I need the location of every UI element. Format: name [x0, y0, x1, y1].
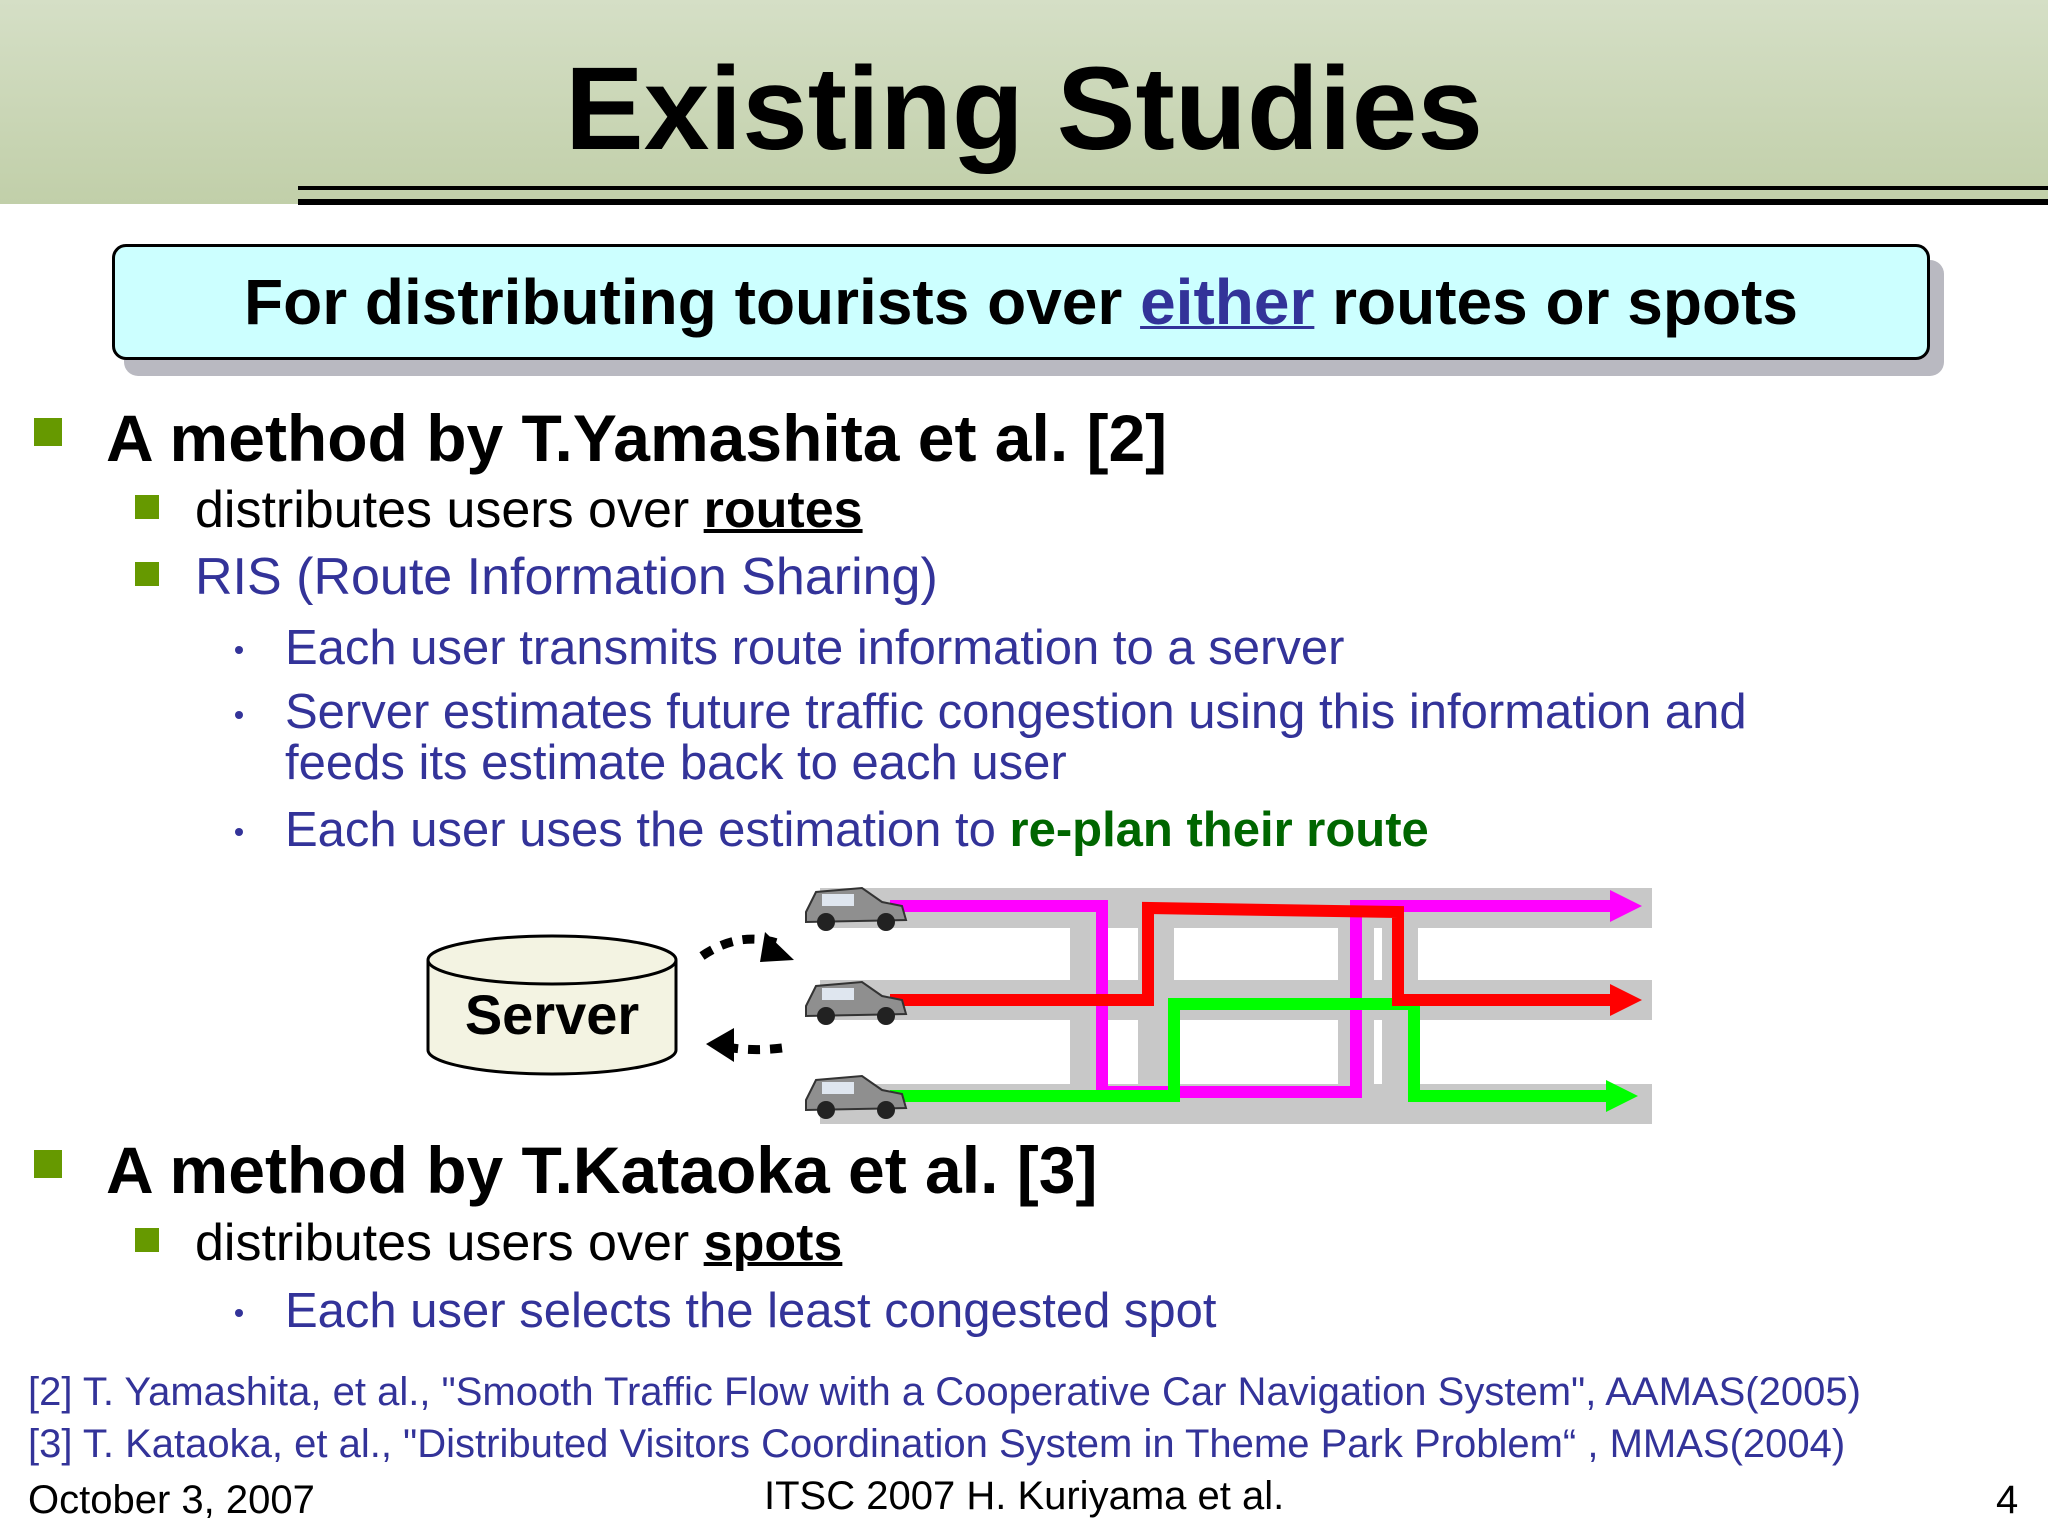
download-arrow-icon [706, 1028, 783, 1062]
ris-diagram: Server [426, 886, 1652, 1124]
square-bullet-icon [135, 1228, 159, 1252]
key-term-spots: spots [703, 1214, 843, 1272]
square-bullet-icon [135, 562, 159, 586]
dot-bullet-icon [235, 646, 243, 654]
banner-emphasis: either [1140, 266, 1315, 338]
route-red-arrowhead [1610, 984, 1642, 1016]
sub-point-least-congested: Each user selects the least congested sp… [285, 1284, 1217, 1338]
summary-banner: For distributing tourists over either ro… [112, 244, 1930, 360]
title-rule-thick [298, 199, 2048, 205]
title-rule-thin [298, 186, 2048, 190]
dot-bullet-icon [235, 711, 243, 719]
footer-conference: ITSC 2007 H. Kuriyama et al. [764, 1474, 1285, 1518]
route-green [890, 998, 1606, 1102]
sub-point-estimate-line2: feeds its estimate back to each user [285, 736, 1067, 790]
server-database-icon [426, 934, 678, 1076]
car-icon [805, 1074, 908, 1119]
title-band [0, 0, 2048, 204]
sub-point-text: Each user uses the estimation to [285, 803, 1010, 857]
route-magenta [890, 900, 1610, 1098]
section-heading-kataoka: A method by T.Kataoka et al. [3] [106, 1133, 1098, 1207]
slide-title: Existing Studies [565, 43, 1483, 175]
dot-bullet-icon [235, 828, 243, 836]
point-text: distributes users over [195, 1214, 704, 1272]
point-text: distributes users over [195, 481, 704, 539]
sub-point-estimate-line1: Server estimates future traffic congesti… [285, 685, 1747, 739]
reference-3: [3] T. Kataoka, et al., "Distributed Vis… [28, 1422, 1846, 1466]
footer-date: October 3, 2007 [28, 1478, 315, 1522]
point-distributes-spots: distributes users over spots [195, 1213, 842, 1273]
server-label: Server [465, 983, 639, 1046]
route-red [890, 901, 1610, 1006]
sub-point-transmit: Each user transmits route information to… [285, 621, 1345, 675]
square-bullet-icon [135, 495, 159, 519]
banner-suffix: routes or spots [1314, 266, 1798, 338]
point-distributes-routes: distributes users over routes [195, 480, 863, 540]
sub-point-replan: Each user uses the estimation to re-plan… [285, 802, 1429, 858]
dot-bullet-icon [235, 1309, 243, 1317]
square-bullet-icon [34, 1150, 62, 1178]
route-green-arrowhead [1606, 1080, 1638, 1112]
car-icon [805, 980, 908, 1025]
upload-arrow-icon [699, 932, 794, 962]
square-bullet-icon [34, 418, 62, 446]
reference-2: [2] T. Yamashita, et al., "Smooth Traffi… [28, 1370, 1861, 1414]
key-term-routes: routes [703, 481, 863, 539]
car-icon [805, 886, 908, 931]
key-term-replan: re-plan their route [1009, 803, 1429, 857]
banner-prefix: For distributing tourists over [244, 266, 1141, 338]
page-number: 4 [1996, 1478, 2019, 1522]
route-magenta-arrowhead [1610, 890, 1642, 922]
section-heading-yamashita: A method by T.Yamashita et al. [2] [106, 401, 1168, 475]
point-ris: RIS (Route Information Sharing) [195, 548, 938, 606]
